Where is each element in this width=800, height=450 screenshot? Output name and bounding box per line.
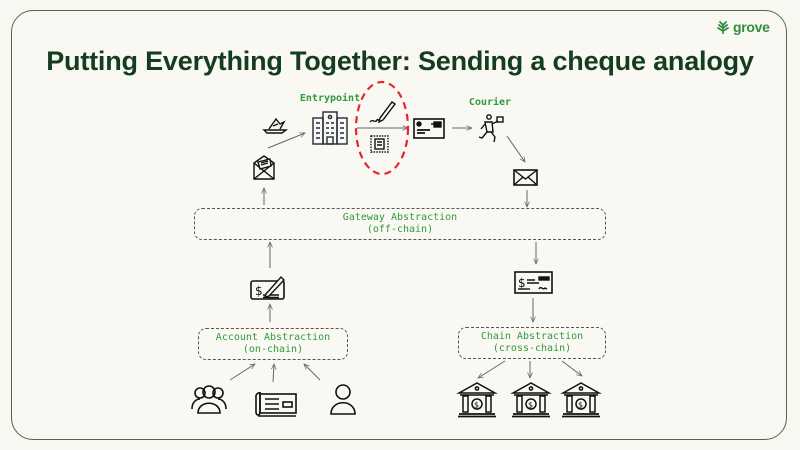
chain-abstraction-box: Chain Abstraction (cross-chain) xyxy=(458,327,606,359)
svg-text:$: $ xyxy=(474,401,479,410)
office-building-icon xyxy=(312,111,348,145)
connectors xyxy=(229,128,582,383)
cheque-with-pen-icon: $ xyxy=(250,275,285,300)
arrow-newspaper-to-account xyxy=(273,364,274,383)
closed-envelope-icon xyxy=(513,169,538,186)
account-abstraction-subtitle: (on-chain) xyxy=(242,344,304,355)
arrow-chain-to-bank-3 xyxy=(561,360,582,376)
courier-label: Courier xyxy=(468,97,512,108)
svg-text:$: $ xyxy=(528,401,533,410)
cheque-icon: $ xyxy=(514,271,553,294)
arrow-user-to-account xyxy=(304,364,321,381)
brand-name: grove xyxy=(733,19,770,35)
arrow-envelope-to-building xyxy=(267,133,305,149)
svg-text:$: $ xyxy=(518,276,526,290)
arrow-courier-to-envelope xyxy=(506,135,525,162)
chain-abstraction-title: Chain Abstraction xyxy=(480,331,584,342)
entrypoint-label: Entrypoint xyxy=(299,93,361,104)
highlight-ellipse xyxy=(354,80,410,176)
arrow-users-to-account xyxy=(229,364,255,381)
gateway-abstraction-box: Gateway Abstraction (off-chain) xyxy=(194,208,606,240)
signature-pen-icon xyxy=(369,101,397,124)
bank-icon: $ xyxy=(456,382,498,418)
page-title: Putting Everything Together: Sending a c… xyxy=(46,46,754,76)
svg-text:$: $ xyxy=(255,284,263,298)
user-icon xyxy=(330,384,356,415)
open-envelope-icon xyxy=(253,155,275,180)
users-group-icon xyxy=(191,385,227,414)
account-abstraction-box: Account Abstraction (on-chain) xyxy=(198,328,348,360)
running-courier-icon xyxy=(478,114,504,143)
addressed-envelope-icon xyxy=(413,118,445,139)
paper-boat-icon xyxy=(262,117,289,134)
newspaper-icon xyxy=(255,391,297,417)
slide-card xyxy=(11,10,787,440)
svg-text:$: $ xyxy=(578,401,583,410)
gateway-abstraction-subtitle: (off-chain) xyxy=(366,224,434,235)
gateway-abstraction-title: Gateway Abstraction xyxy=(342,212,458,223)
brand-logo: grove xyxy=(716,19,770,35)
account-abstraction-title: Account Abstraction xyxy=(215,332,331,343)
chain-abstraction-subtitle: (cross-chain) xyxy=(492,343,572,354)
bank-icon: $ xyxy=(510,382,552,418)
postage-stamp-icon xyxy=(370,135,389,153)
sprout-icon xyxy=(717,21,729,34)
arrow-chain-to-bank-1 xyxy=(478,360,506,378)
banks-group: $ $ $ xyxy=(456,382,602,418)
bank-icon: $ xyxy=(560,382,602,418)
